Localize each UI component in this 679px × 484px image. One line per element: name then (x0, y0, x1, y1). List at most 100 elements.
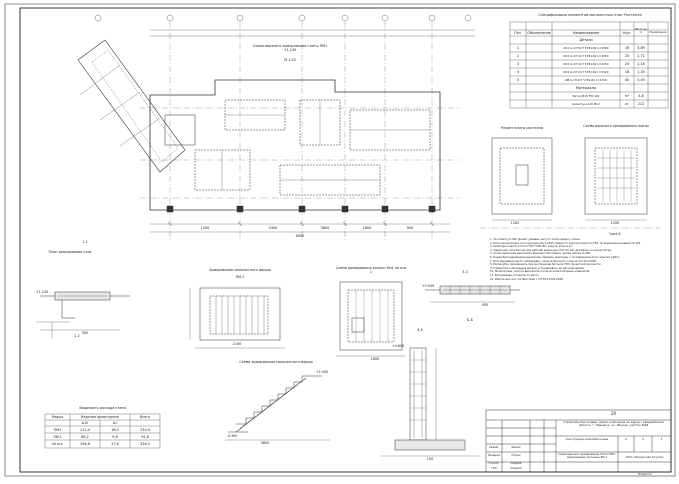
title-sheets: 5 (660, 438, 663, 441)
dim-label: 2100 (232, 342, 242, 346)
spec-material-unit: кг (625, 102, 629, 106)
steel-cell: 298,6 (80, 442, 90, 446)
title-sheet-name: Схема верхнего армирования плиты ПМ1. Ар… (558, 453, 616, 459)
note-item: 9. Отверстия и закладные детали устанавл… (490, 266, 585, 270)
title-sheet: 4 (642, 438, 644, 441)
dim-label: 1200 (610, 221, 620, 225)
spec-h-qty: Кол. (623, 31, 631, 35)
spec-h-code: Обозначение (527, 31, 551, 35)
title-person: Петров (511, 454, 521, 457)
dim-label: 450 (481, 303, 489, 307)
section-left (36, 291, 130, 338)
steel-cell: 9,6 (112, 435, 118, 439)
steel-h: Марка (51, 415, 64, 419)
elev-mark: +3.600 (391, 344, 405, 348)
right-plans (480, 137, 660, 229)
note-item: 5. Стыки арматуры выполнять внахлест без… (490, 252, 592, 256)
spec-row-name: Ø12 А-III ГОСТ 5781-82 L=2450 (563, 62, 609, 66)
spec-row-pos: 2 (516, 54, 520, 58)
spec-row-pos: 3 (516, 62, 520, 66)
spec-table-lines (509, 21, 669, 109)
main-plan-ticks (167, 221, 435, 227)
title-role: Н.контр. (488, 462, 500, 465)
dim-label: 150 (426, 457, 434, 461)
spec-material-qty: 4,8 (638, 94, 644, 98)
steel-cell: Итого (52, 442, 63, 446)
node-a-label: Узел А (609, 232, 621, 236)
section-22-title: 2-2 (74, 334, 80, 338)
left-view-title: План армирования узла (48, 250, 92, 254)
inner-frame (19, 7, 672, 473)
dim-label: 3600 (320, 226, 330, 230)
elev-mark: +2.450 (315, 370, 329, 374)
node-b-label: Б-Б (467, 318, 473, 322)
title-role: Проверил (487, 454, 501, 457)
stair-section-title: Схема армирования монолитного марша (239, 360, 313, 364)
steel-cell: 95,8 (141, 435, 149, 439)
spec-row-mass: 2,18 (637, 62, 645, 66)
dim-total: 6000 (295, 234, 305, 238)
spec-row-name: Ø12 А-III ГОСТ 5781-82 L=4380 (563, 46, 609, 50)
title-role: ГИП (491, 467, 497, 470)
dim-label: 2400 (268, 226, 278, 230)
section-44-title: 4-4 (417, 328, 423, 332)
steel-cell: 230,4 (140, 428, 150, 432)
steel-table-lines (44, 413, 161, 449)
dim-label: 300 (81, 331, 89, 335)
spec-material-qty: 212 (637, 102, 645, 106)
spec-row-name: Ø12 А-III ГОСТ 5781-82 L=1520 (563, 70, 609, 74)
dim-label: 1200 (510, 221, 520, 225)
stair-plan (189, 287, 285, 349)
title-person: Иванов (511, 446, 521, 449)
spec-row-mass: 2,71 (637, 54, 645, 58)
steel-cell: 326,2 (140, 442, 150, 446)
spec-row-name: Ø8 А-I ГОСТ 5781-82 L=1150 (565, 78, 607, 82)
title-format: Формат А1 (638, 473, 652, 476)
general-notes: 1. За отметку 0,000 принят уровень чисто… (490, 238, 665, 281)
stair-title: Армирование монолитного марша (209, 268, 271, 272)
spec-material-unit: м³ (625, 94, 629, 98)
spec-group-materials: Материалы (575, 86, 597, 90)
spec-row-qty: 18 (624, 70, 630, 74)
dim-label: 900 (406, 226, 414, 230)
grid-axes-top (94, 14, 472, 22)
spec-row-name: Ø12 А-III ГОСТ 5781-82 L=3050 (563, 54, 609, 58)
dim-label: 1800 (370, 357, 380, 361)
spec-h-pos: Поз. (514, 31, 522, 35)
section-33-title: 3-3 (462, 270, 468, 274)
steel-h: Всего (139, 415, 151, 419)
elev-mark: -0.300 (226, 434, 238, 438)
outer-frame (4, 3, 676, 477)
dim-label: 1800 (362, 226, 372, 230)
note-item: 10. Монолитные участки выполнять после м… (490, 270, 590, 274)
note-item: 3. Арматура класса А-III по ГОСТ 5781-82… (490, 245, 574, 249)
dim-label: 1200 (200, 226, 210, 230)
steel-cell: 212,4 (80, 428, 90, 432)
section-right (425, 285, 520, 303)
steel-cell: 18,0 (111, 428, 119, 432)
spec-row-mass: 3,89 (637, 46, 645, 50)
title-project: Строительство склада, офиса и магазина п… (563, 420, 664, 428)
note-item: 2. Бетон монолитных конструкций класса В… (490, 241, 641, 245)
column-plan-title: Схема армирования колонн Км1 по оси 1 (335, 266, 407, 274)
spec-row-pos: 1 (516, 46, 520, 50)
note-item: 11. Все размеры уточнить по месту. (490, 273, 540, 277)
note-item: 8. Распалубку производить при достижении… (490, 263, 602, 267)
spec-row-qty: 20 (624, 54, 630, 58)
spec-row-mass: 1,35 (637, 70, 645, 74)
dim-label: 3600 (260, 441, 270, 445)
title-stage: Р (625, 438, 627, 441)
note-item: 6. Перед бетонированием выполнить приемк… (490, 255, 620, 259)
title-person: Смирнов (510, 467, 522, 470)
title-section: Конструкции железобетонные (565, 438, 609, 441)
view-b-title: Разрез плиты ростелла (501, 126, 543, 130)
elev-mark: +0.000 (421, 284, 435, 288)
spec-row-qty: 24 (624, 62, 630, 66)
view-c-title: Схема верхнего армирования плиты (583, 124, 649, 128)
steel-sub: А-III (81, 421, 89, 425)
spec-row-mass: 0,45 (637, 78, 645, 82)
note-item: 1. За отметку 0,000 принят уровень чисто… (490, 238, 581, 241)
elev-mark: +1.100 (35, 290, 49, 294)
title-block-lines (485, 409, 672, 473)
